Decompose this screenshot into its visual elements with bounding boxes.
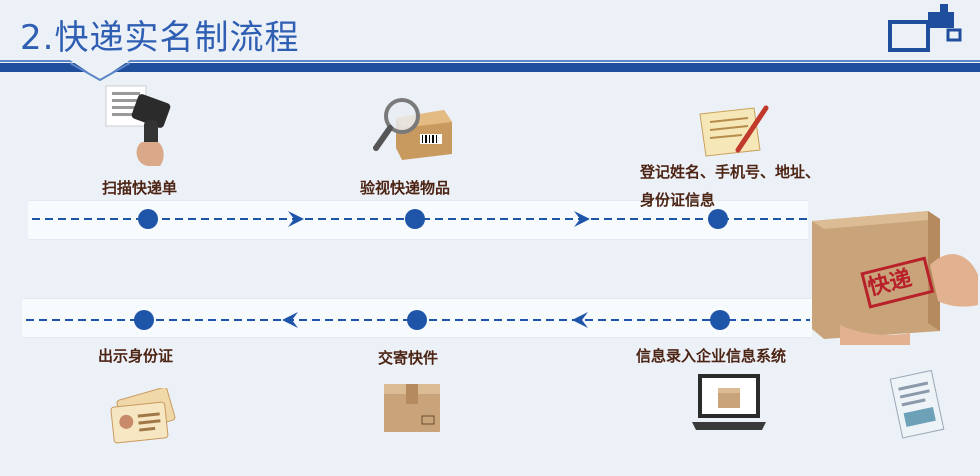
step-label-show-id: 出示身份证 — [98, 347, 174, 365]
header-divider-thin — [0, 60, 980, 62]
cardboard-box-icon — [384, 384, 440, 432]
step-node — [405, 209, 425, 229]
header-divider — [0, 63, 980, 72]
step-label-send: 交寄快件 — [378, 349, 439, 367]
step-node — [710, 310, 730, 330]
right-arrow-icon — [574, 211, 590, 227]
logo-icon — [888, 4, 962, 52]
shipping-tag-icon — [889, 369, 945, 439]
left-arrow-icon — [282, 312, 298, 328]
step-label-register-line1: 登记姓名、手机号、地址、 — [640, 163, 821, 181]
step-node — [407, 310, 427, 330]
step-label-scan: 扫描快递单 — [102, 179, 178, 197]
step-label-system-entry: 信息录入企业信息系统 — [636, 347, 787, 365]
step-node — [708, 209, 728, 229]
right-arrow-icon — [288, 211, 304, 227]
form-pencil-icon — [699, 105, 769, 157]
magnifier-box-icon — [373, 98, 452, 160]
step-label-register-line2: 身份证信息 — [640, 191, 716, 209]
step-node — [134, 310, 154, 330]
page-title: 2.快递实名制流程 — [20, 18, 300, 58]
id-cards-icon — [110, 388, 176, 444]
title-pointer-icon — [70, 60, 130, 82]
barcode-scanner-icon — [105, 85, 171, 166]
delivery-package-icon — [812, 211, 978, 345]
left-arrow-icon — [572, 312, 588, 328]
step-label-inspect: 验视快递物品 — [360, 179, 451, 197]
step-node — [138, 209, 158, 229]
laptop-icon — [692, 374, 766, 430]
